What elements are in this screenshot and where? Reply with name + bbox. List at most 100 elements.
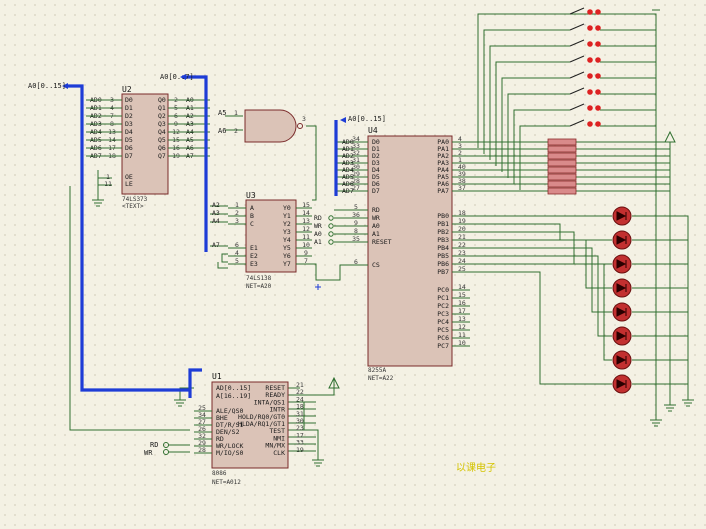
switch-lever[interactable] bbox=[569, 87, 585, 95]
u4-pinno-2: 2 bbox=[458, 149, 462, 157]
u3-pin-y0: Y0 bbox=[283, 204, 291, 212]
switch-lever[interactable] bbox=[569, 7, 585, 15]
u4-pin-d2: D2 bbox=[372, 152, 380, 160]
u4-pinno-20: 20 bbox=[458, 225, 466, 233]
u4-pin-pb7: PB7 bbox=[437, 268, 449, 276]
u4-pin-pb3: PB3 bbox=[437, 236, 449, 244]
switch-lever[interactable] bbox=[569, 39, 585, 47]
cursor-marker bbox=[315, 284, 321, 290]
u2-pin-d0: D0 bbox=[125, 96, 133, 104]
resistor[interactable] bbox=[547, 159, 577, 167]
u4-ctrl-rd: RD bbox=[314, 214, 322, 222]
u4-pinno-32: 32 bbox=[352, 149, 360, 157]
u4-pinno-40: 40 bbox=[458, 163, 466, 171]
led-diode-icon bbox=[616, 331, 627, 341]
u3-pinno-6: 6 bbox=[235, 241, 239, 249]
switch-contact[interactable] bbox=[595, 25, 601, 31]
u2-pinno-11: 11 bbox=[104, 180, 112, 188]
chip-u1[interactable]: U1 8086 NET=A012 AD[0..15] A[16..19] ALE… bbox=[194, 372, 304, 486]
gate-and[interactable]: A5 1 A6 2 3 bbox=[218, 109, 306, 143]
switch-contact[interactable] bbox=[587, 25, 593, 31]
u3-pinno-11: 11 bbox=[302, 233, 310, 241]
chip-u2[interactable]: U2 74LS373 <TEXT> D03AD0D14AD1D27AD2D38A… bbox=[86, 85, 200, 210]
u2-pin-q0: Q0 bbox=[158, 96, 166, 104]
u4-terminal[interactable] bbox=[328, 223, 334, 229]
switch-lever[interactable] bbox=[569, 119, 585, 127]
u4-pin-d0: D0 bbox=[372, 138, 380, 146]
u4-pin-pc6: PC6 bbox=[437, 334, 449, 342]
u2-sub: <TEXT> bbox=[122, 203, 144, 210]
u1-pin-ale-qs0: ALE/QS0 bbox=[216, 407, 243, 415]
resistor[interactable] bbox=[547, 187, 577, 195]
u3-sub: NET=A20 bbox=[246, 283, 272, 290]
u4-terminal[interactable] bbox=[328, 231, 334, 237]
u1-pin-den-s2: DEN/S2 bbox=[216, 428, 240, 436]
u4-terminal[interactable] bbox=[328, 239, 334, 245]
switch-contact[interactable] bbox=[595, 105, 601, 111]
u1-pinno-17: 17 bbox=[296, 431, 304, 439]
switch-contact[interactable] bbox=[587, 41, 593, 47]
u1-pin-nmi: NMI bbox=[273, 434, 285, 442]
switch-contact[interactable] bbox=[587, 9, 593, 15]
resistor[interactable] bbox=[547, 173, 577, 181]
resistor[interactable] bbox=[547, 166, 577, 174]
u4-pinno-22: 22 bbox=[458, 241, 466, 249]
led-diode-icon bbox=[616, 211, 627, 221]
gate-in2-net: A6 bbox=[218, 127, 226, 135]
u1-pin-mn-mx: MN/MX bbox=[265, 442, 285, 450]
u1-pinno-25: 25 bbox=[198, 404, 206, 412]
switch-contact[interactable] bbox=[587, 73, 593, 79]
term-rd: RD bbox=[150, 441, 158, 449]
u4-part: 8255A bbox=[368, 367, 386, 374]
u4-terminal[interactable] bbox=[328, 215, 334, 221]
u1-pin-wr-lock: WR/LOCK bbox=[216, 442, 243, 450]
resistor[interactable] bbox=[547, 138, 577, 146]
u4-pinno-31: 31 bbox=[352, 156, 360, 164]
switch-contact[interactable] bbox=[595, 73, 601, 79]
u2-pin-d2: D2 bbox=[125, 112, 133, 120]
resistor[interactable] bbox=[547, 145, 577, 153]
u3-pinno-13: 13 bbox=[302, 217, 310, 225]
u4-pinno-23: 23 bbox=[458, 249, 466, 257]
switch-lever[interactable] bbox=[569, 23, 585, 31]
switch-contact[interactable] bbox=[587, 57, 593, 63]
led-bank[interactable] bbox=[612, 206, 632, 394]
input-terminals[interactable]: RD WR bbox=[144, 441, 169, 457]
switch-contact[interactable] bbox=[595, 89, 601, 95]
resistor-pack[interactable] bbox=[547, 138, 577, 195]
switch-contact[interactable] bbox=[595, 121, 601, 127]
u4-pin-pa3: PA3 bbox=[437, 159, 449, 167]
u3-net-a7: A7 bbox=[212, 241, 220, 249]
switch-lever[interactable] bbox=[569, 103, 585, 111]
resistor[interactable] bbox=[547, 152, 577, 160]
resistor[interactable] bbox=[547, 180, 577, 188]
u2-pin-q4: Q4 bbox=[158, 128, 166, 136]
u4-net-ad3: AD3 bbox=[342, 159, 354, 167]
switch-contact[interactable] bbox=[595, 57, 601, 63]
switch-contact[interactable] bbox=[587, 121, 593, 127]
u1-pin-hold-rq0-gt0: HOLD/RQ0/GT0 bbox=[238, 413, 285, 421]
switch-contact[interactable] bbox=[587, 105, 593, 111]
u4-pinno-36: 36 bbox=[352, 211, 360, 219]
u2-pinno-1: 1 bbox=[106, 173, 110, 181]
chip-u4[interactable]: U4 8255A NET=A22 D034D133D232D331D430D52… bbox=[314, 126, 470, 382]
switch-contact[interactable] bbox=[595, 41, 601, 47]
switch-lever[interactable] bbox=[569, 71, 585, 79]
u1-pin-inta-qs1: INTA/QS1 bbox=[254, 398, 285, 406]
u3-pin-y4: Y4 bbox=[283, 236, 291, 244]
chip-u3[interactable]: U3 74LS138 NET=A20 A1B2C3E16E24E35A2A3A4… bbox=[212, 191, 312, 290]
u4-net-ad1: AD1 bbox=[342, 145, 354, 153]
wires bbox=[69, 9, 689, 460]
u1-pin-test: TEST bbox=[269, 427, 285, 435]
u3-pin-y2: Y2 bbox=[283, 220, 291, 228]
u4-pinno-35: 35 bbox=[352, 235, 360, 243]
switch-contact[interactable] bbox=[595, 9, 601, 15]
switch-contact[interactable] bbox=[587, 89, 593, 95]
switch-lever[interactable] bbox=[569, 55, 585, 63]
switch-bank[interactable] bbox=[569, 7, 601, 127]
u4-pin-pa1: PA1 bbox=[437, 145, 449, 153]
u3-net-a2: A2 bbox=[212, 201, 220, 209]
u4-pin-d4: D4 bbox=[372, 166, 380, 174]
gate-in2-pin: 2 bbox=[234, 127, 238, 135]
